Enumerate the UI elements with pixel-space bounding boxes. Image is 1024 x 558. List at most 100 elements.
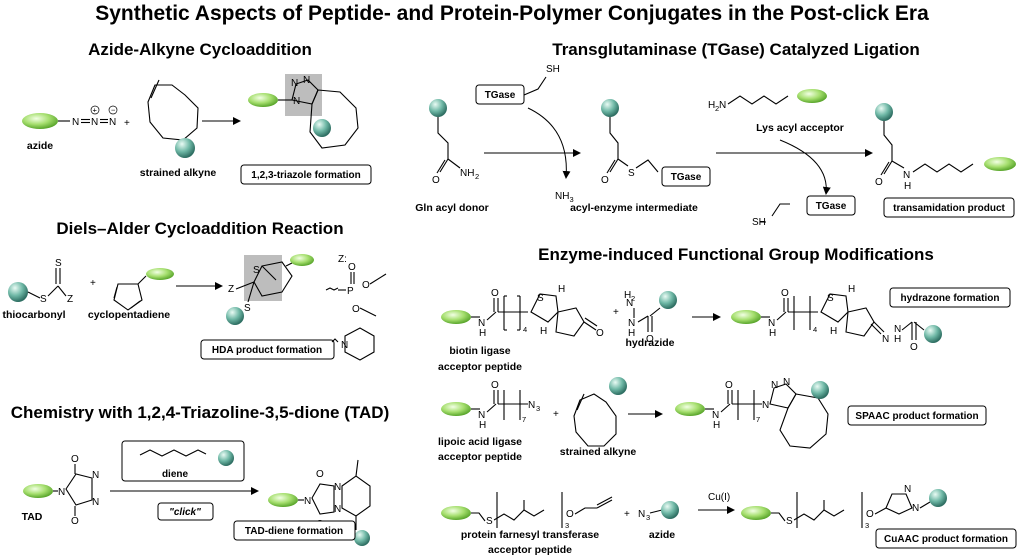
svg-text:S: S	[40, 294, 47, 305]
svg-text:S: S	[628, 168, 635, 179]
product-box-triazole: 1,2,3-triazole formation	[240, 164, 372, 185]
heading-enzyme-mod: Enzyme-induced Functional Group Modifica…	[538, 245, 934, 264]
svg-text:N: N	[638, 509, 645, 520]
svg-text:N: N	[341, 340, 348, 351]
label-strained-alkyne: strained alkyne	[140, 167, 217, 179]
svg-text:O: O	[875, 177, 883, 188]
svg-text:4: 4	[523, 325, 527, 334]
svg-text:transamidation product: transamidation product	[893, 203, 1005, 214]
svg-text:O: O	[601, 175, 609, 186]
label-cyclopentadiene: cyclopentadiene	[88, 309, 170, 321]
svg-text:H: H	[628, 328, 635, 339]
heading-tad: Chemistry with 1,2,4-Triazoline-3,5-dion…	[11, 403, 389, 422]
svg-text:O: O	[866, 509, 874, 520]
svg-text:N: N	[291, 78, 298, 89]
label-biotin-acceptor: acceptor peptide	[438, 361, 522, 373]
product-box-hydrazone: hydrazone formation	[889, 287, 1011, 308]
svg-text:N: N	[712, 410, 719, 421]
svg-text:N: N	[92, 470, 99, 481]
svg-text:N: N	[58, 487, 65, 498]
svg-text:+: +	[624, 509, 630, 520]
tgase-enzyme-box: TGase	[475, 84, 525, 105]
transamidation-product: O N H	[875, 103, 1016, 192]
heading-diels-alder: Diels–Alder Cycloaddition Reaction	[56, 219, 343, 238]
label-lipoic-acceptor: acceptor peptide	[438, 451, 522, 463]
label-lys-acceptor: Lys acyl acceptor	[756, 122, 844, 134]
z-definition: Z:	[338, 254, 347, 265]
label-thiocarbonyl: thiocarbonyl	[2, 309, 65, 321]
farnesyl-acceptor-molecule: S 3 O	[441, 492, 613, 530]
peptide-ellipse	[22, 113, 58, 129]
svg-text:−: −	[111, 106, 116, 115]
label-acyl-enzyme: acyl-enzyme intermediate	[570, 202, 698, 214]
azide-molecule: N N N + −	[22, 106, 118, 129]
svg-text:Z: Z	[228, 284, 234, 295]
svg-text:2: 2	[715, 104, 719, 113]
svg-text:N: N	[303, 75, 310, 86]
svg-text:2: 2	[631, 294, 635, 303]
svg-text:SH: SH	[546, 64, 560, 75]
cuaac-product: S 3 O N N	[741, 484, 947, 530]
svg-text:N: N	[912, 503, 919, 514]
svg-text:H: H	[894, 334, 901, 345]
svg-text:H: H	[708, 100, 715, 111]
svg-text:H: H	[830, 326, 837, 337]
svg-text:O: O	[725, 380, 733, 391]
product-box-cuaac: CuAAC product formation	[875, 528, 1017, 549]
svg-text:N: N	[293, 96, 300, 107]
tgase-intermediate-box: TGase	[661, 166, 711, 187]
label-biotin-ligase: biotin ligase	[449, 345, 510, 357]
svg-text:O: O	[316, 469, 324, 480]
svg-text:N: N	[882, 334, 889, 345]
svg-text:N: N	[628, 318, 635, 329]
svg-text:+: +	[613, 307, 619, 318]
svg-text:N: N	[478, 318, 485, 329]
svg-text:HDA product formation: HDA product formation	[212, 345, 322, 356]
svg-text:H: H	[848, 284, 855, 295]
svg-text:N: N	[894, 324, 901, 335]
svg-text:3: 3	[536, 404, 540, 413]
strained-alkyne-2	[573, 377, 627, 447]
label-diene: diene	[162, 469, 189, 480]
svg-text:N: N	[334, 504, 341, 515]
label-farnesyl-transferase: protein farnesyl transferase	[461, 529, 599, 541]
ammonia: NH3	[555, 191, 574, 204]
svg-text:O: O	[910, 342, 918, 353]
svg-text:3: 3	[565, 521, 569, 530]
svg-text:P: P	[347, 286, 354, 297]
thiocarbonyl-molecule: S S Z	[8, 258, 73, 305]
svg-text:O: O	[362, 280, 370, 291]
svg-text:N: N	[626, 298, 633, 309]
svg-text:O: O	[781, 288, 789, 299]
svg-text:S: S	[244, 303, 251, 314]
spaac-product: N H O 7 N N N	[675, 377, 829, 449]
svg-text:H: H	[558, 284, 565, 295]
svg-text:O: O	[491, 288, 499, 299]
svg-text:S: S	[486, 516, 493, 527]
hydrazide-molecule: N H 2 N H O	[624, 290, 677, 345]
protein-ball	[175, 138, 195, 158]
tgase-released-box: TGase	[806, 195, 856, 216]
svg-text:SPAAC product formation: SPAAC product formation	[855, 411, 978, 422]
svg-text:+: +	[90, 278, 96, 289]
click-box: "click"	[157, 502, 214, 521]
svg-text:3: 3	[865, 521, 869, 530]
svg-text:7: 7	[522, 415, 526, 424]
hydrazone-product: N H O 4 S H H N N H O	[731, 284, 942, 353]
svg-text:S: S	[253, 265, 260, 276]
svg-text:S: S	[827, 293, 834, 304]
svg-text:N: N	[719, 100, 726, 111]
gln-donor-molecule: O NH 2	[429, 99, 479, 186]
label-gln-donor: Gln acyl donor	[415, 202, 489, 214]
svg-text:N: N	[334, 482, 341, 493]
svg-text:N: N	[904, 484, 911, 495]
svg-text:N: N	[903, 170, 910, 181]
product-box-spaac: SPAAC product formation	[847, 405, 987, 426]
product-box-hda: HDA product formation	[200, 339, 335, 360]
svg-text:hydrazone formation: hydrazone formation	[901, 293, 1000, 304]
z-phosphonate: P O O O	[325, 262, 387, 317]
label-hydrazide: hydrazide	[625, 337, 674, 349]
label-azide: azide	[27, 140, 53, 152]
svg-text:N: N	[91, 117, 98, 128]
